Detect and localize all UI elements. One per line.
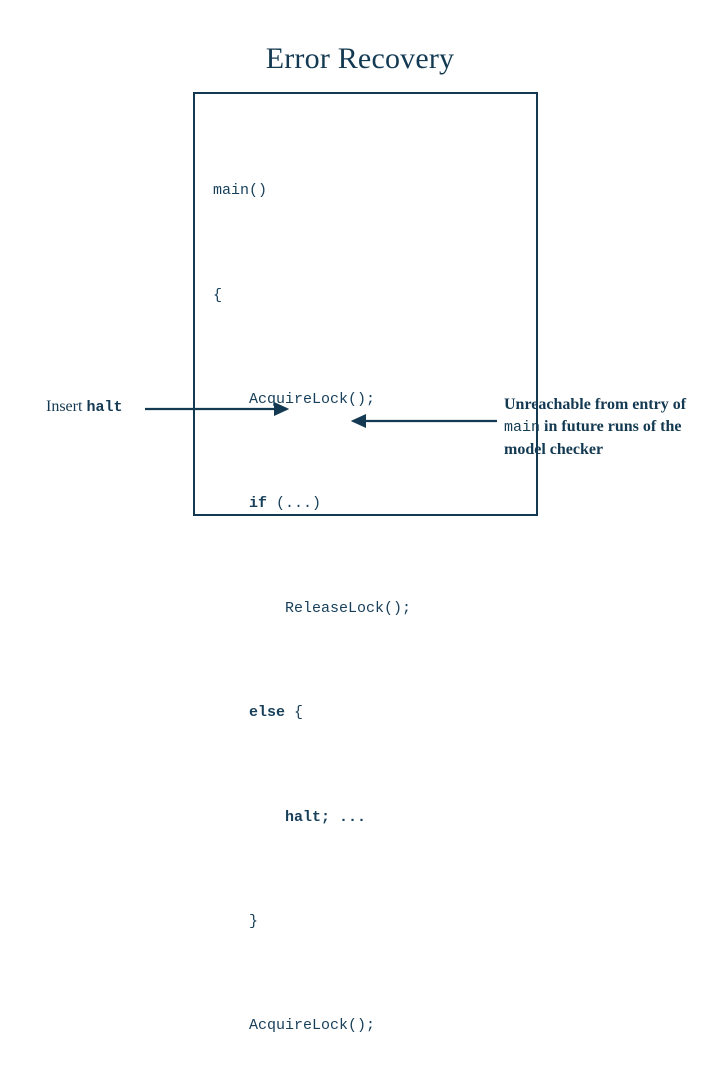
arrow-insert-halt	[145, 401, 290, 417]
arrow-unreachable-note	[350, 413, 497, 429]
slide-canvas: Error Recovery main() { AcquireLock(); i…	[46, 42, 709, 1034]
code-line: if (...)	[213, 491, 538, 517]
code-token: ReleaseLock();	[285, 599, 412, 617]
annotation-line1: Unreachable from entry of	[504, 396, 687, 413]
code-line: halt; ...	[213, 805, 538, 831]
code-line: ReleaseLock();	[213, 596, 538, 622]
code-token: }	[249, 912, 259, 930]
code-line: {	[213, 283, 538, 309]
code-token: {	[285, 704, 304, 722]
code-token: (...)	[267, 495, 322, 513]
code-line: else {	[213, 700, 538, 726]
code-token: {	[213, 286, 223, 304]
annotation-code-term: main	[504, 419, 541, 436]
code-listing: main() { AcquireLock(); if (...) Release…	[193, 92, 538, 1034]
annotation-insert-halt: Insert halt	[46, 398, 122, 416]
code-token: AcquireLock();	[249, 1017, 376, 1035]
annotation-line2: in future runs of the	[544, 418, 682, 435]
code-line: AcquireLock();	[213, 1013, 538, 1039]
annotation-prefix: Insert	[46, 398, 83, 415]
code-token: main()	[213, 182, 268, 200]
code-line: main()	[213, 178, 538, 204]
code-line: }	[213, 909, 538, 935]
code-keyword: else	[249, 704, 286, 722]
annotation-line3: model checker	[504, 441, 604, 458]
annotation-code-term: halt	[86, 399, 123, 416]
code-keyword: if	[249, 495, 268, 513]
annotation-unreachable: Unreachable from entry of main in future…	[504, 394, 709, 461]
code-block-frame	[193, 92, 538, 516]
code-keyword: halt; ...	[285, 808, 367, 826]
page-title: Error Recovery	[265, 42, 455, 75]
